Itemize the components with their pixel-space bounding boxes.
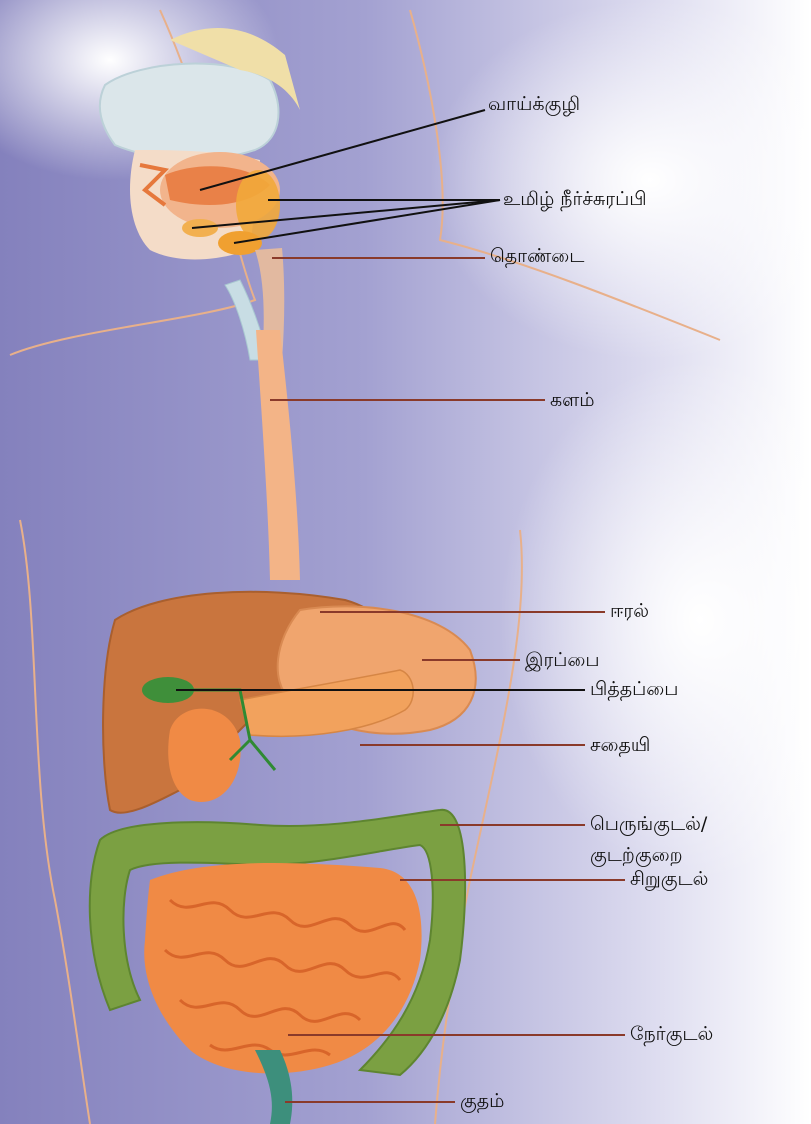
salivary-gland-upper [236,170,280,240]
label-rectum: நேர்குடல் [630,1025,713,1044]
label-large-intestine-line1: பெருங்குடல்/ [590,815,707,834]
label-small-intestine: சிறுகுடல் [630,870,708,889]
label-gallbladder: பித்தப்பை [590,680,678,699]
label-esophagus: களம் [550,391,595,410]
label-mouth: வாய்க்குழி [488,95,580,114]
label-anus: குதம் [460,1092,504,1111]
label-pancreas: சதையி [590,736,650,755]
label-pharynx: தொண்டை [490,247,584,266]
label-liver: ஈரல் [610,602,649,621]
label-stomach: இரப்பை [525,651,600,670]
label-salivary-gland: உமிழ் நீர்ச்சுரப்பி [503,190,647,209]
nasal-cavity [100,64,279,159]
label-large-intestine-line2: குடற்குறை [590,846,683,865]
